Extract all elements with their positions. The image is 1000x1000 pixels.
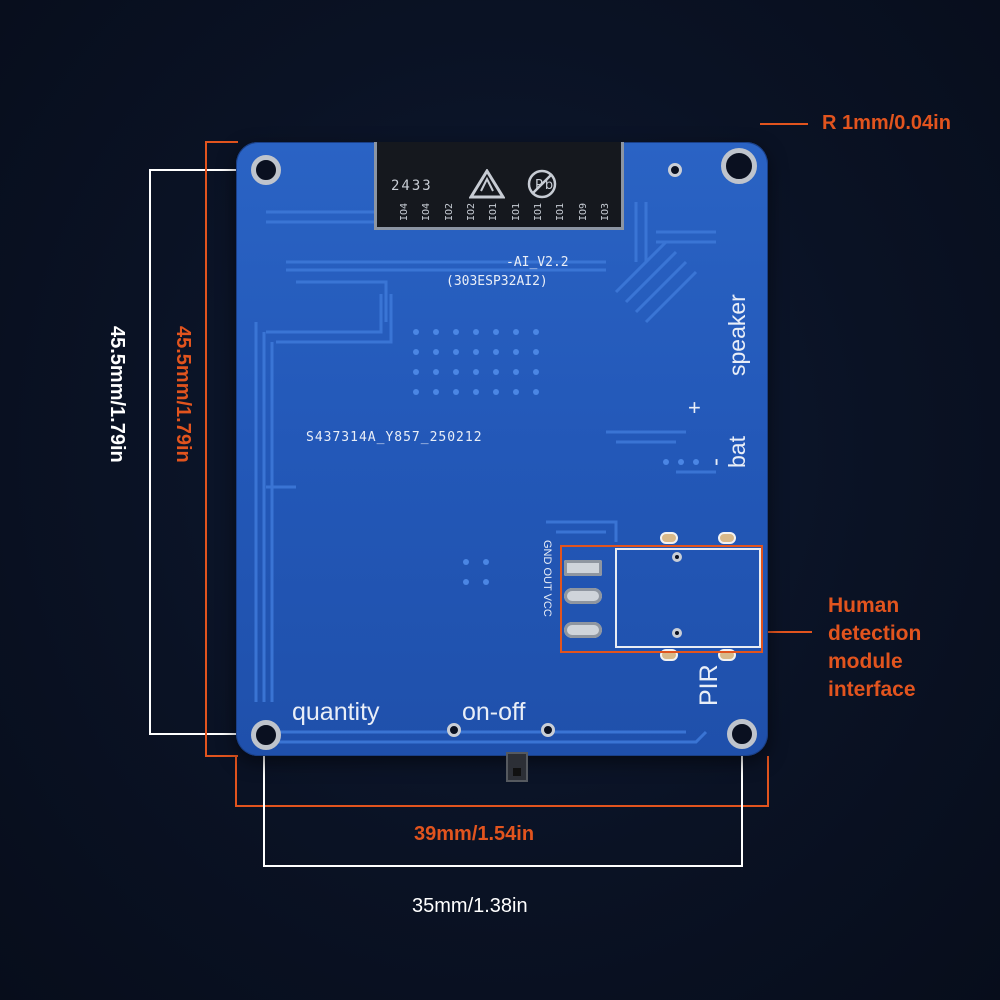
module-code: 2433 [391,178,433,194]
radius-label: R 1mm/0.04in [822,112,951,134]
label-plus: + [688,395,701,420]
module-pin: IO1 [488,202,500,221]
pad-gnd [564,560,602,576]
module-pin: IO9 [577,202,589,221]
label-onoff: on-off [462,698,526,726]
board-serial: S437314A_Y857_250212 [306,430,483,445]
pir-interface-label: Human detection module interface [828,592,921,704]
pir-header-pads [560,552,606,644]
module-pin-labels: IO4 IO4 IO2 IO2 IO1 IO1 IO1 IO1 IO9 IO3 [399,195,611,221]
pcb-traces [254,202,716,744]
inner-width-line [263,736,743,867]
pir-interface-line: module [828,650,903,673]
board-version: -AI_V2.2 [506,255,569,270]
pcb-board [236,142,768,756]
pir-smd-pad [718,532,736,544]
label-minus: - [702,458,729,466]
inner-width-label: 35mm/1.38in [412,895,528,917]
pir-footprint [615,548,761,648]
mount-hole-bottom-left [251,720,281,750]
inner-height-line [149,169,266,735]
pad-vcc [564,622,602,638]
pir-interface-line: interface [828,678,916,701]
svg-text:Pb: Pb [535,178,555,193]
pad-out [564,588,602,604]
pir-via [672,552,682,562]
outer-height-label: 45.5mm/1.79in [172,326,194,463]
esd-warning-icon [468,168,506,203]
module-pin: IO1 [510,202,522,221]
module-pin: IO2 [443,202,455,221]
outer-width-label: 39mm/1.54in [414,823,535,845]
outer-width-line [235,756,769,807]
module-pin: IO3 [599,202,611,221]
label-pir: PIR [695,664,723,706]
module-code-row: 2433 Pb [391,168,611,204]
inner-height-label: 45.5mm/1.79in [106,326,128,463]
pir-smd-pad [660,532,678,544]
module-pin: IO1 [532,202,544,221]
label-pin-row: GND OUT VCC [541,540,553,617]
mount-hole-top-left [251,155,281,185]
lead-free-icon: Pb [526,168,558,204]
via-quantity [447,723,461,737]
module-pin: IO4 [399,202,410,221]
via-top [668,163,682,177]
via-onoff [541,723,555,737]
pir-interface-line: Human [828,594,900,617]
power-switch [506,752,528,782]
pir-via [672,628,682,638]
label-quantity: quantity [292,698,380,726]
mount-hole-top-right [721,148,757,184]
mount-hole-bottom-right [727,719,757,749]
module-pin: IO4 [421,202,433,221]
pir-interface-line: detection [828,622,922,645]
module-pin: IO1 [555,202,567,221]
board-model: (303ESP32AI2) [446,274,548,289]
module-pin: IO2 [465,202,477,221]
outer-height-line [205,141,238,757]
esp32-module: 2433 Pb IO4 IO4 IO2 IO2 IO1 IO1 IO1 IO1 … [374,142,624,230]
pir-highlight-box [560,545,763,653]
label-speaker: speaker [724,294,750,376]
